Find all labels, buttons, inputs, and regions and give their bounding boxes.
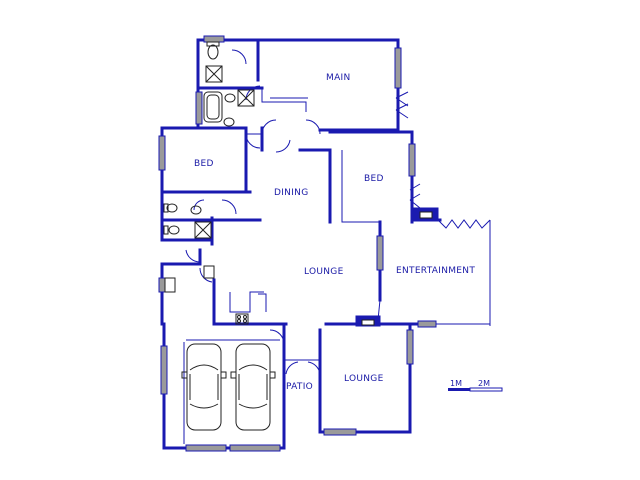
window xyxy=(323,428,357,436)
room-labels: MAIN BED BED DINING LOUNGE ENTERTAINMENT… xyxy=(194,73,475,392)
fridge-icon xyxy=(203,265,215,279)
door xyxy=(221,199,237,215)
basin-icon xyxy=(224,93,236,103)
door xyxy=(275,139,291,153)
room-label-bed-left: BED xyxy=(194,159,214,169)
room-label-main: MAIN xyxy=(326,73,351,83)
door xyxy=(199,267,213,283)
window xyxy=(406,329,414,365)
door xyxy=(395,91,409,119)
door xyxy=(409,183,421,209)
window xyxy=(229,444,281,452)
shower-icon xyxy=(194,221,212,239)
door xyxy=(261,119,277,135)
room-label-entertainment: ENTERTAINMENT xyxy=(396,266,475,276)
scale-bar: 1M 2M xyxy=(448,379,503,392)
window xyxy=(185,444,227,452)
room-label-dining: DINING xyxy=(274,188,308,198)
window xyxy=(203,35,225,43)
stove-icon xyxy=(235,313,249,325)
door xyxy=(285,361,321,375)
shower-icon xyxy=(237,89,255,107)
door xyxy=(269,329,285,345)
basin-icon xyxy=(190,205,202,215)
door xyxy=(245,133,262,149)
scale-label-2m: 2M xyxy=(478,379,490,388)
sink-icon xyxy=(164,277,176,293)
window xyxy=(394,47,402,89)
toilet-icon xyxy=(223,117,235,127)
window xyxy=(158,135,166,171)
toilet-icon xyxy=(166,203,178,213)
door xyxy=(185,249,201,263)
scale-label-1m: 1M xyxy=(450,379,462,388)
window xyxy=(417,320,437,328)
door xyxy=(231,49,247,65)
room-label-lounge: LOUNGE xyxy=(304,267,344,277)
car-icon xyxy=(230,343,276,431)
window xyxy=(160,345,168,395)
bath-icon xyxy=(203,91,223,123)
room-label-bed-right: BED xyxy=(364,174,384,184)
window xyxy=(195,91,203,125)
toilet-icon xyxy=(207,44,219,60)
window xyxy=(408,143,416,177)
window xyxy=(158,277,166,293)
windows xyxy=(158,35,437,452)
room-label-lounge-lower: LOUNGE xyxy=(344,374,384,384)
car-icon xyxy=(181,343,227,431)
door xyxy=(193,199,205,211)
doors xyxy=(185,49,421,375)
door xyxy=(305,119,321,135)
window xyxy=(376,235,384,271)
fixtures xyxy=(163,41,439,327)
room-label-patio: PATIO xyxy=(286,382,313,392)
shower-icon xyxy=(205,65,223,83)
toilet-icon xyxy=(168,225,180,235)
cars xyxy=(181,343,276,431)
